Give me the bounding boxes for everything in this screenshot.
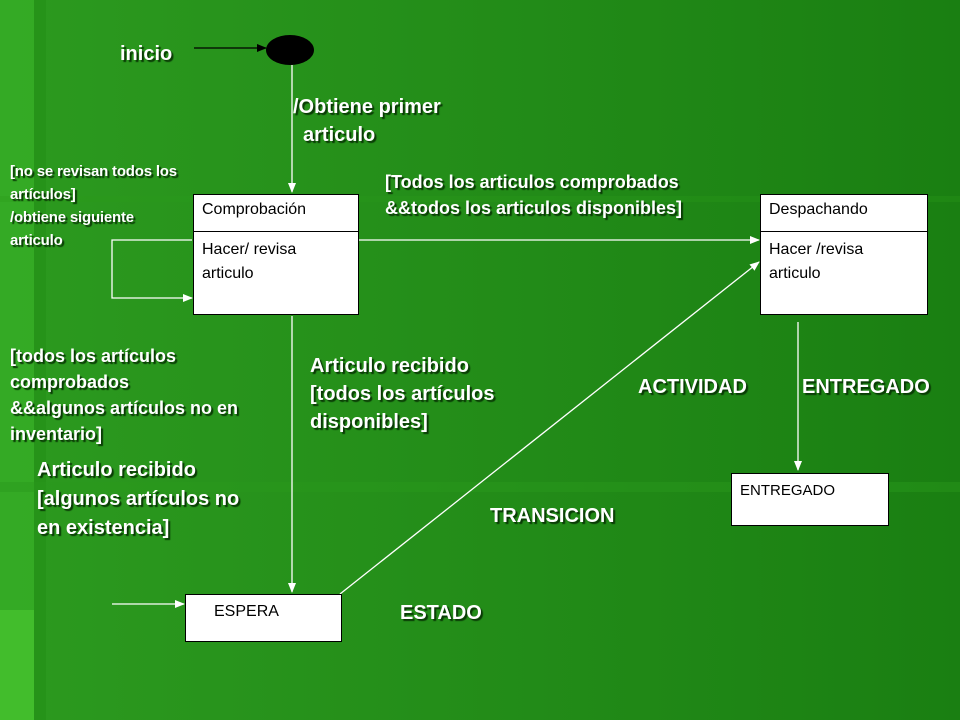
state-despachando-activity: Hacer /revisa articulo [761,232,927,292]
state-espera: ESPERA [185,594,342,642]
label-no-revisan-line-4: articulo [10,232,63,249]
state-comprobacion-name: Comprobación [194,195,358,232]
espera-to-despachando-arrow [339,261,760,595]
comprobacion-self-loop-arrow [111,239,193,302]
label-no-revisan-line-3: /obtiene siguiente [10,209,134,226]
label-todos-comprobados-line-1: [Todos los articulos comprobados [385,172,679,192]
label-recibido-todos-line-1: Articulo recibido [310,355,469,377]
label-inicio: inicio [120,43,173,65]
state-comprobacion-activity-line-1: Hacer/ revisa [202,241,297,258]
state-espera-name: ESPERA [214,603,279,620]
label-algunos-no-inventario-line-1: [todos los artículos [10,346,177,366]
label-estado: ESTADO [400,602,482,624]
label-algunos-no-inventario-line-4: inventario] [10,424,103,444]
label-recibido-algunos-line-3: en existencia] [37,517,170,539]
state-comprobacion: Comprobación Hacer/ revisa articulo [193,194,359,315]
state-despachando-activity-line-2: articulo [769,265,821,282]
label-obtiene-primer-line-2: articulo [303,124,376,146]
label-entregado: ENTREGADO [802,376,930,398]
label-recibido-algunos-line-1: Articulo recibido [37,459,196,481]
state-comprobacion-activity-line-2: articulo [202,265,254,282]
label-algunos-no-inventario-line-2: comprobados [10,372,130,392]
state-despachando: Despachando Hacer /revisa articulo [760,194,928,315]
state-entregado-name: ENTREGADO [740,482,836,499]
label-todos-comprobados-line-2: &&todos los articulos disponibles] [385,198,683,218]
label-recibido-todos-line-2: [todos los artículos [310,383,495,405]
label-algunos-no-inventario-line-3: &&algunos artículos no en [10,398,239,418]
state-despachando-name: Despachando [761,195,927,232]
state-entregado: ENTREGADO [731,473,889,526]
label-actividad: ACTIVIDAD [638,376,747,398]
label-recibido-todos-line-3: disponibles] [310,411,428,433]
label-transicion: TRANSICION [490,505,615,527]
state-comprobacion-activity: Hacer/ revisa articulo [194,232,358,292]
label-no-revisan-line-1: [no se revisan todos los [10,163,177,180]
label-recibido-algunos-line-2: [algunos artículos no [37,488,240,510]
initial-node [266,35,314,65]
label-obtiene-primer-line-1: /Obtiene primer [293,96,441,118]
label-no-revisan-line-2: artículos] [10,186,76,203]
state-despachando-activity-line-1: Hacer /revisa [769,241,864,258]
